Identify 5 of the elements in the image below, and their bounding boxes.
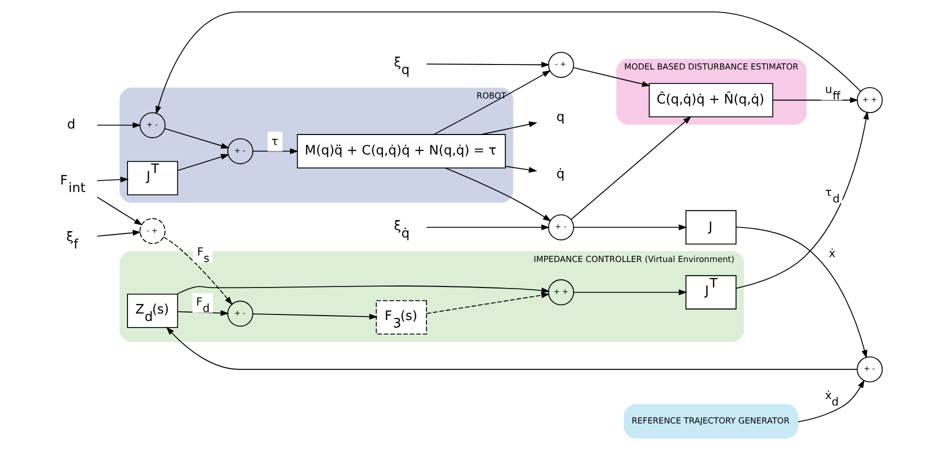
node-text: d [67, 118, 76, 133]
node-text: q [556, 110, 565, 126]
edge-label: ẋ [828, 247, 836, 260]
node-text: q̇ [556, 166, 565, 182]
edge-label: τ [271, 134, 278, 148]
